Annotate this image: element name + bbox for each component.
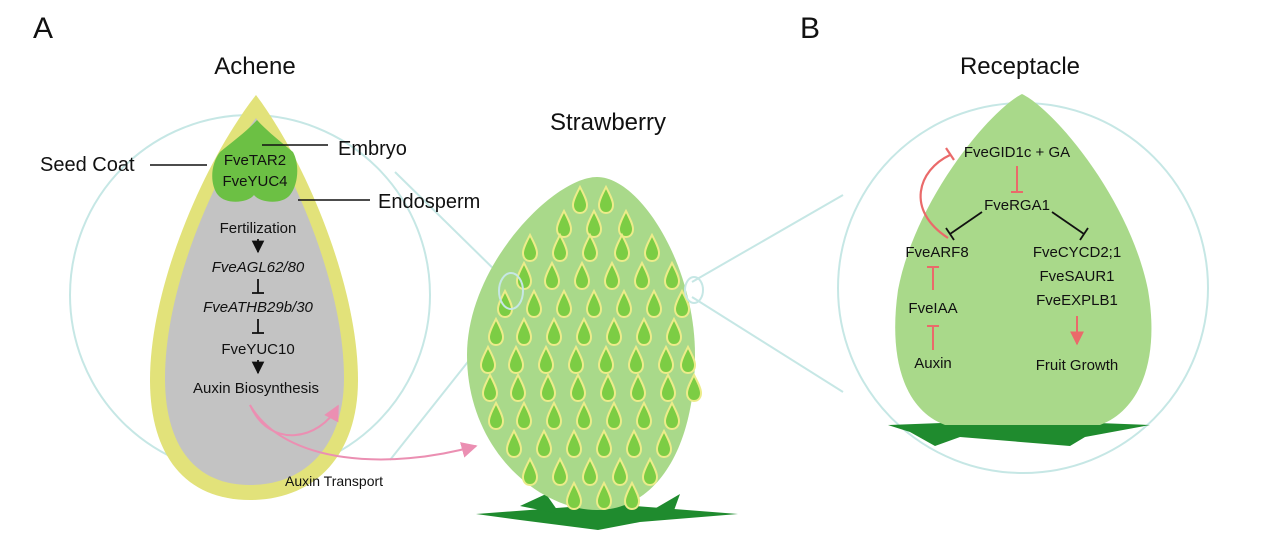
pathway-step-5: Auxin Biosynthesis bbox=[193, 380, 319, 397]
auxin-transport-label: Auxin Transport bbox=[285, 473, 383, 489]
endosperm-shape bbox=[165, 118, 344, 485]
pathway-step-3: FveATHB29b/30 bbox=[203, 299, 313, 316]
endosperm-label: Endosperm bbox=[378, 191, 480, 213]
strawberry-title: Strawberry bbox=[550, 109, 666, 136]
embryo-gene-1: FveTAR2 bbox=[224, 152, 286, 169]
embryo-label: Embryo bbox=[338, 138, 407, 160]
node-rga1: FveRGA1 bbox=[984, 197, 1050, 214]
inhibit-gid-to-rga bbox=[1011, 166, 1023, 193]
node-fruit-growth: Fruit Growth bbox=[1036, 357, 1119, 374]
node-arf8: FveARF8 bbox=[905, 244, 968, 261]
node-cycd2-1: FveCYCD2;1 bbox=[1033, 244, 1121, 261]
inhibit-auxin-to-iaa bbox=[927, 325, 939, 350]
embryo-shape bbox=[212, 120, 298, 202]
panel-b-letter: B bbox=[800, 12, 820, 45]
strawberry-leaves bbox=[476, 494, 738, 530]
seed-coat-label: Seed Coat bbox=[40, 154, 135, 176]
node-gid1c-ga: FveGID1c + GA bbox=[964, 144, 1070, 161]
strawberry bbox=[467, 177, 738, 530]
auxin-transport-arrow-fruit bbox=[249, 404, 478, 461]
lens-right bbox=[684, 276, 704, 304]
node-saur1: FveSAUR1 bbox=[1039, 268, 1114, 285]
pathway-step-1: Fertilization bbox=[220, 220, 297, 237]
pathway-step-2: FveAGL62/80 bbox=[212, 259, 305, 276]
node-explb1: FveEXPLB1 bbox=[1036, 292, 1118, 309]
inhibit-arf-to-gid bbox=[919, 154, 951, 239]
pathway-inhibit-1 bbox=[252, 279, 264, 294]
pathway-step-4: FveYUC10 bbox=[221, 341, 294, 358]
lens-left bbox=[498, 272, 524, 310]
receptacle-body bbox=[895, 94, 1152, 425]
embryo-gene-2: FveYUC4 bbox=[222, 173, 287, 190]
achene-leader-lines bbox=[150, 144, 370, 201]
pathway-inhibit-2 bbox=[252, 319, 264, 334]
node-iaa: FveIAA bbox=[908, 300, 957, 317]
inhibit-rga-to-growth-genes bbox=[1051, 211, 1089, 241]
panel-a-letter: A bbox=[33, 12, 53, 45]
node-auxin: Auxin bbox=[914, 355, 952, 372]
inhibit-arf-to-gid-bar bbox=[945, 147, 955, 161]
achene-title: Achene bbox=[214, 53, 295, 80]
receptacle-title: Receptacle bbox=[960, 53, 1080, 80]
inhibit-iaa-to-arf bbox=[927, 266, 939, 290]
receptacle-leaves bbox=[888, 420, 1150, 446]
inhibit-rga-to-arf bbox=[945, 211, 983, 241]
